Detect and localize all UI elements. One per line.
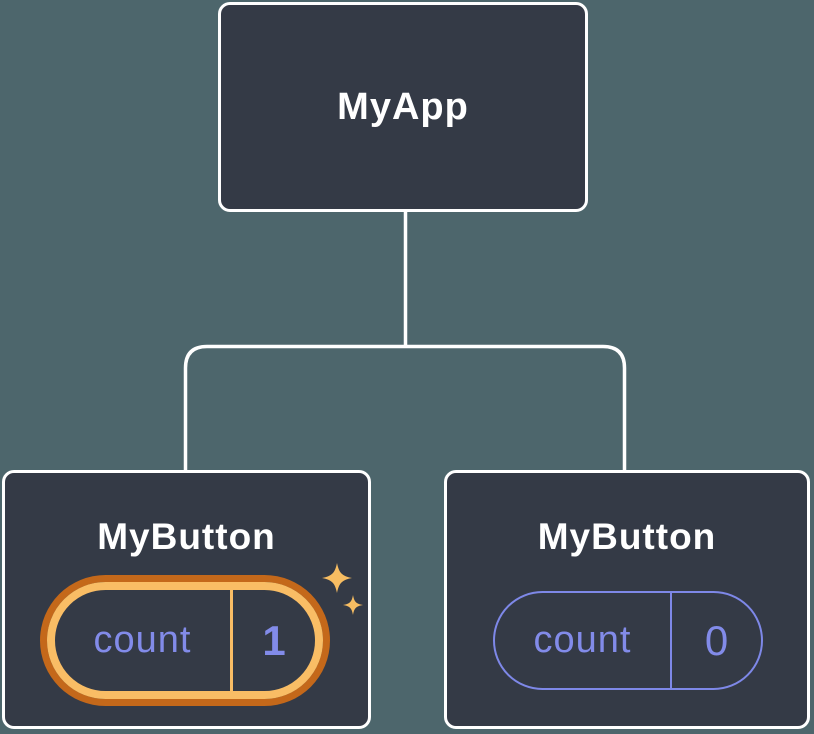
- component-node-mybutton-left: MyButton count 1: [2, 470, 371, 729]
- component-node-myapp: MyApp: [218, 2, 588, 212]
- state-pill-divider: [230, 590, 233, 691]
- node-title: MyButton: [97, 516, 276, 557]
- state-value: 0: [704, 616, 729, 664]
- sparkle-icon: [322, 563, 363, 615]
- component-node-mybutton-right: MyButton count 0: [444, 470, 810, 729]
- node-title: MyButton: [537, 516, 717, 557]
- node-title: MyApp: [337, 85, 469, 128]
- state-pill-highlighted: count 1: [47, 582, 323, 699]
- state-pill: count 0: [493, 591, 763, 690]
- state-pill-divider: [670, 593, 672, 688]
- state-name-label: count: [533, 619, 632, 661]
- state-name-label: count: [93, 619, 192, 661]
- state-value: 1: [262, 616, 286, 664]
